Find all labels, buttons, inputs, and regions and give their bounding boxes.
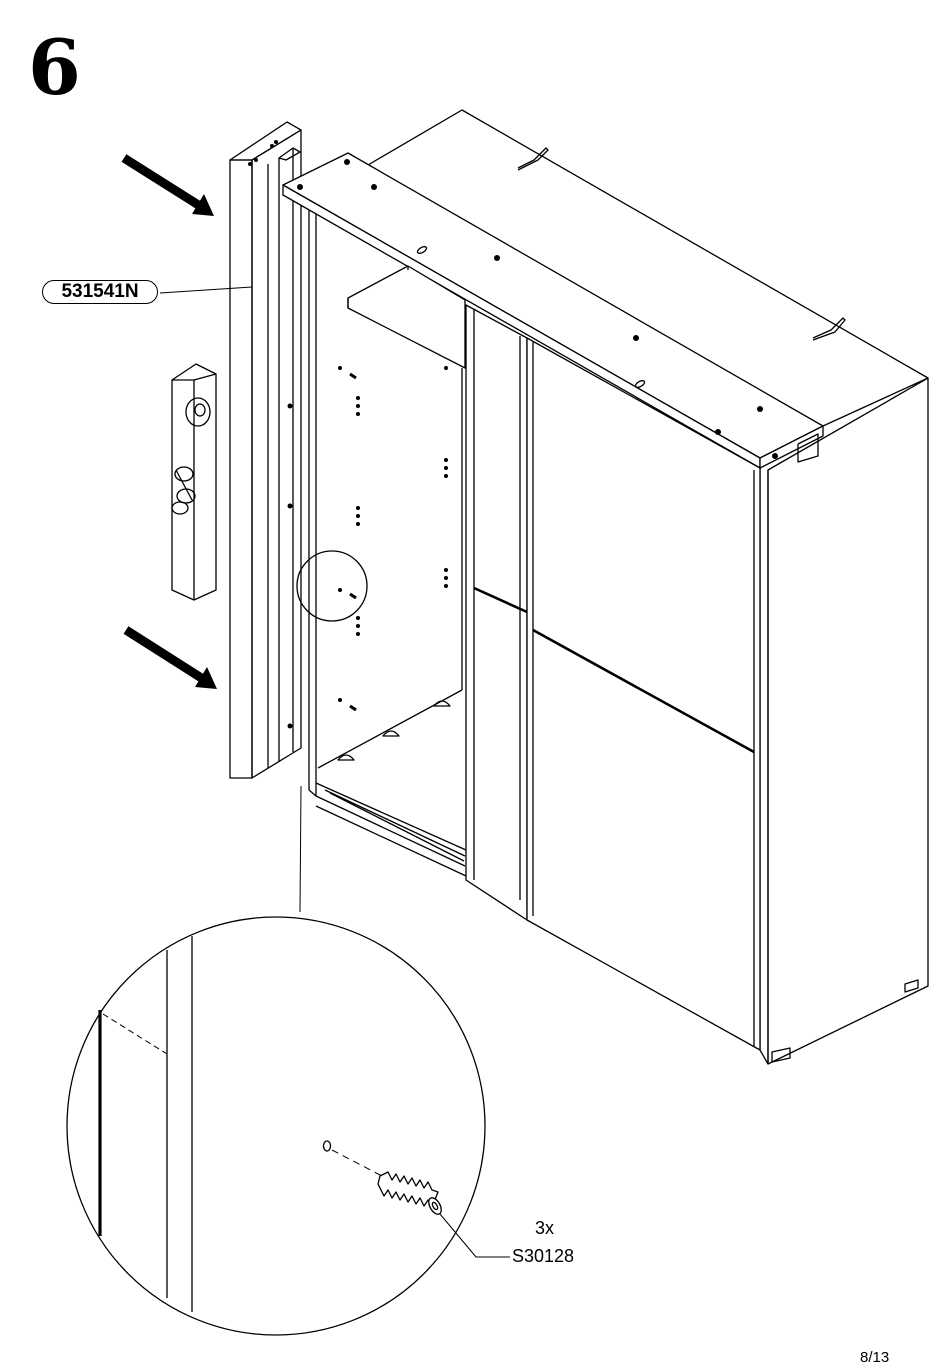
screw-code-label: S30128 bbox=[512, 1246, 574, 1267]
wardrobe-carcass bbox=[283, 110, 928, 1064]
screw-quantity: 3x bbox=[535, 1218, 554, 1239]
screw-icon bbox=[378, 1172, 510, 1257]
arrow-top-icon bbox=[124, 158, 214, 216]
zoom-detail bbox=[67, 917, 485, 1335]
arrow-bottom-icon bbox=[126, 630, 217, 689]
step-number: 6 bbox=[28, 30, 79, 106]
hinge-detail-icon bbox=[172, 364, 216, 600]
part-code-label: 531541N bbox=[42, 280, 158, 304]
page-indicator: 8/13 bbox=[860, 1349, 889, 1366]
